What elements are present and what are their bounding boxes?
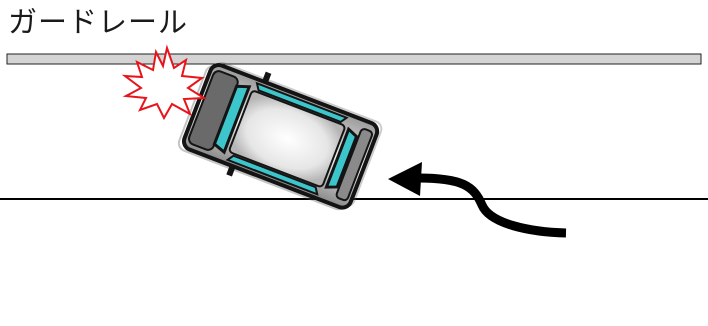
- car-top-view-icon: [177, 61, 383, 211]
- curved-arrow-icon: [388, 162, 567, 238]
- guardrail-label: ガードレール: [8, 5, 189, 39]
- impact-burst-icon: [121, 44, 208, 121]
- guardrail: [6, 53, 702, 65]
